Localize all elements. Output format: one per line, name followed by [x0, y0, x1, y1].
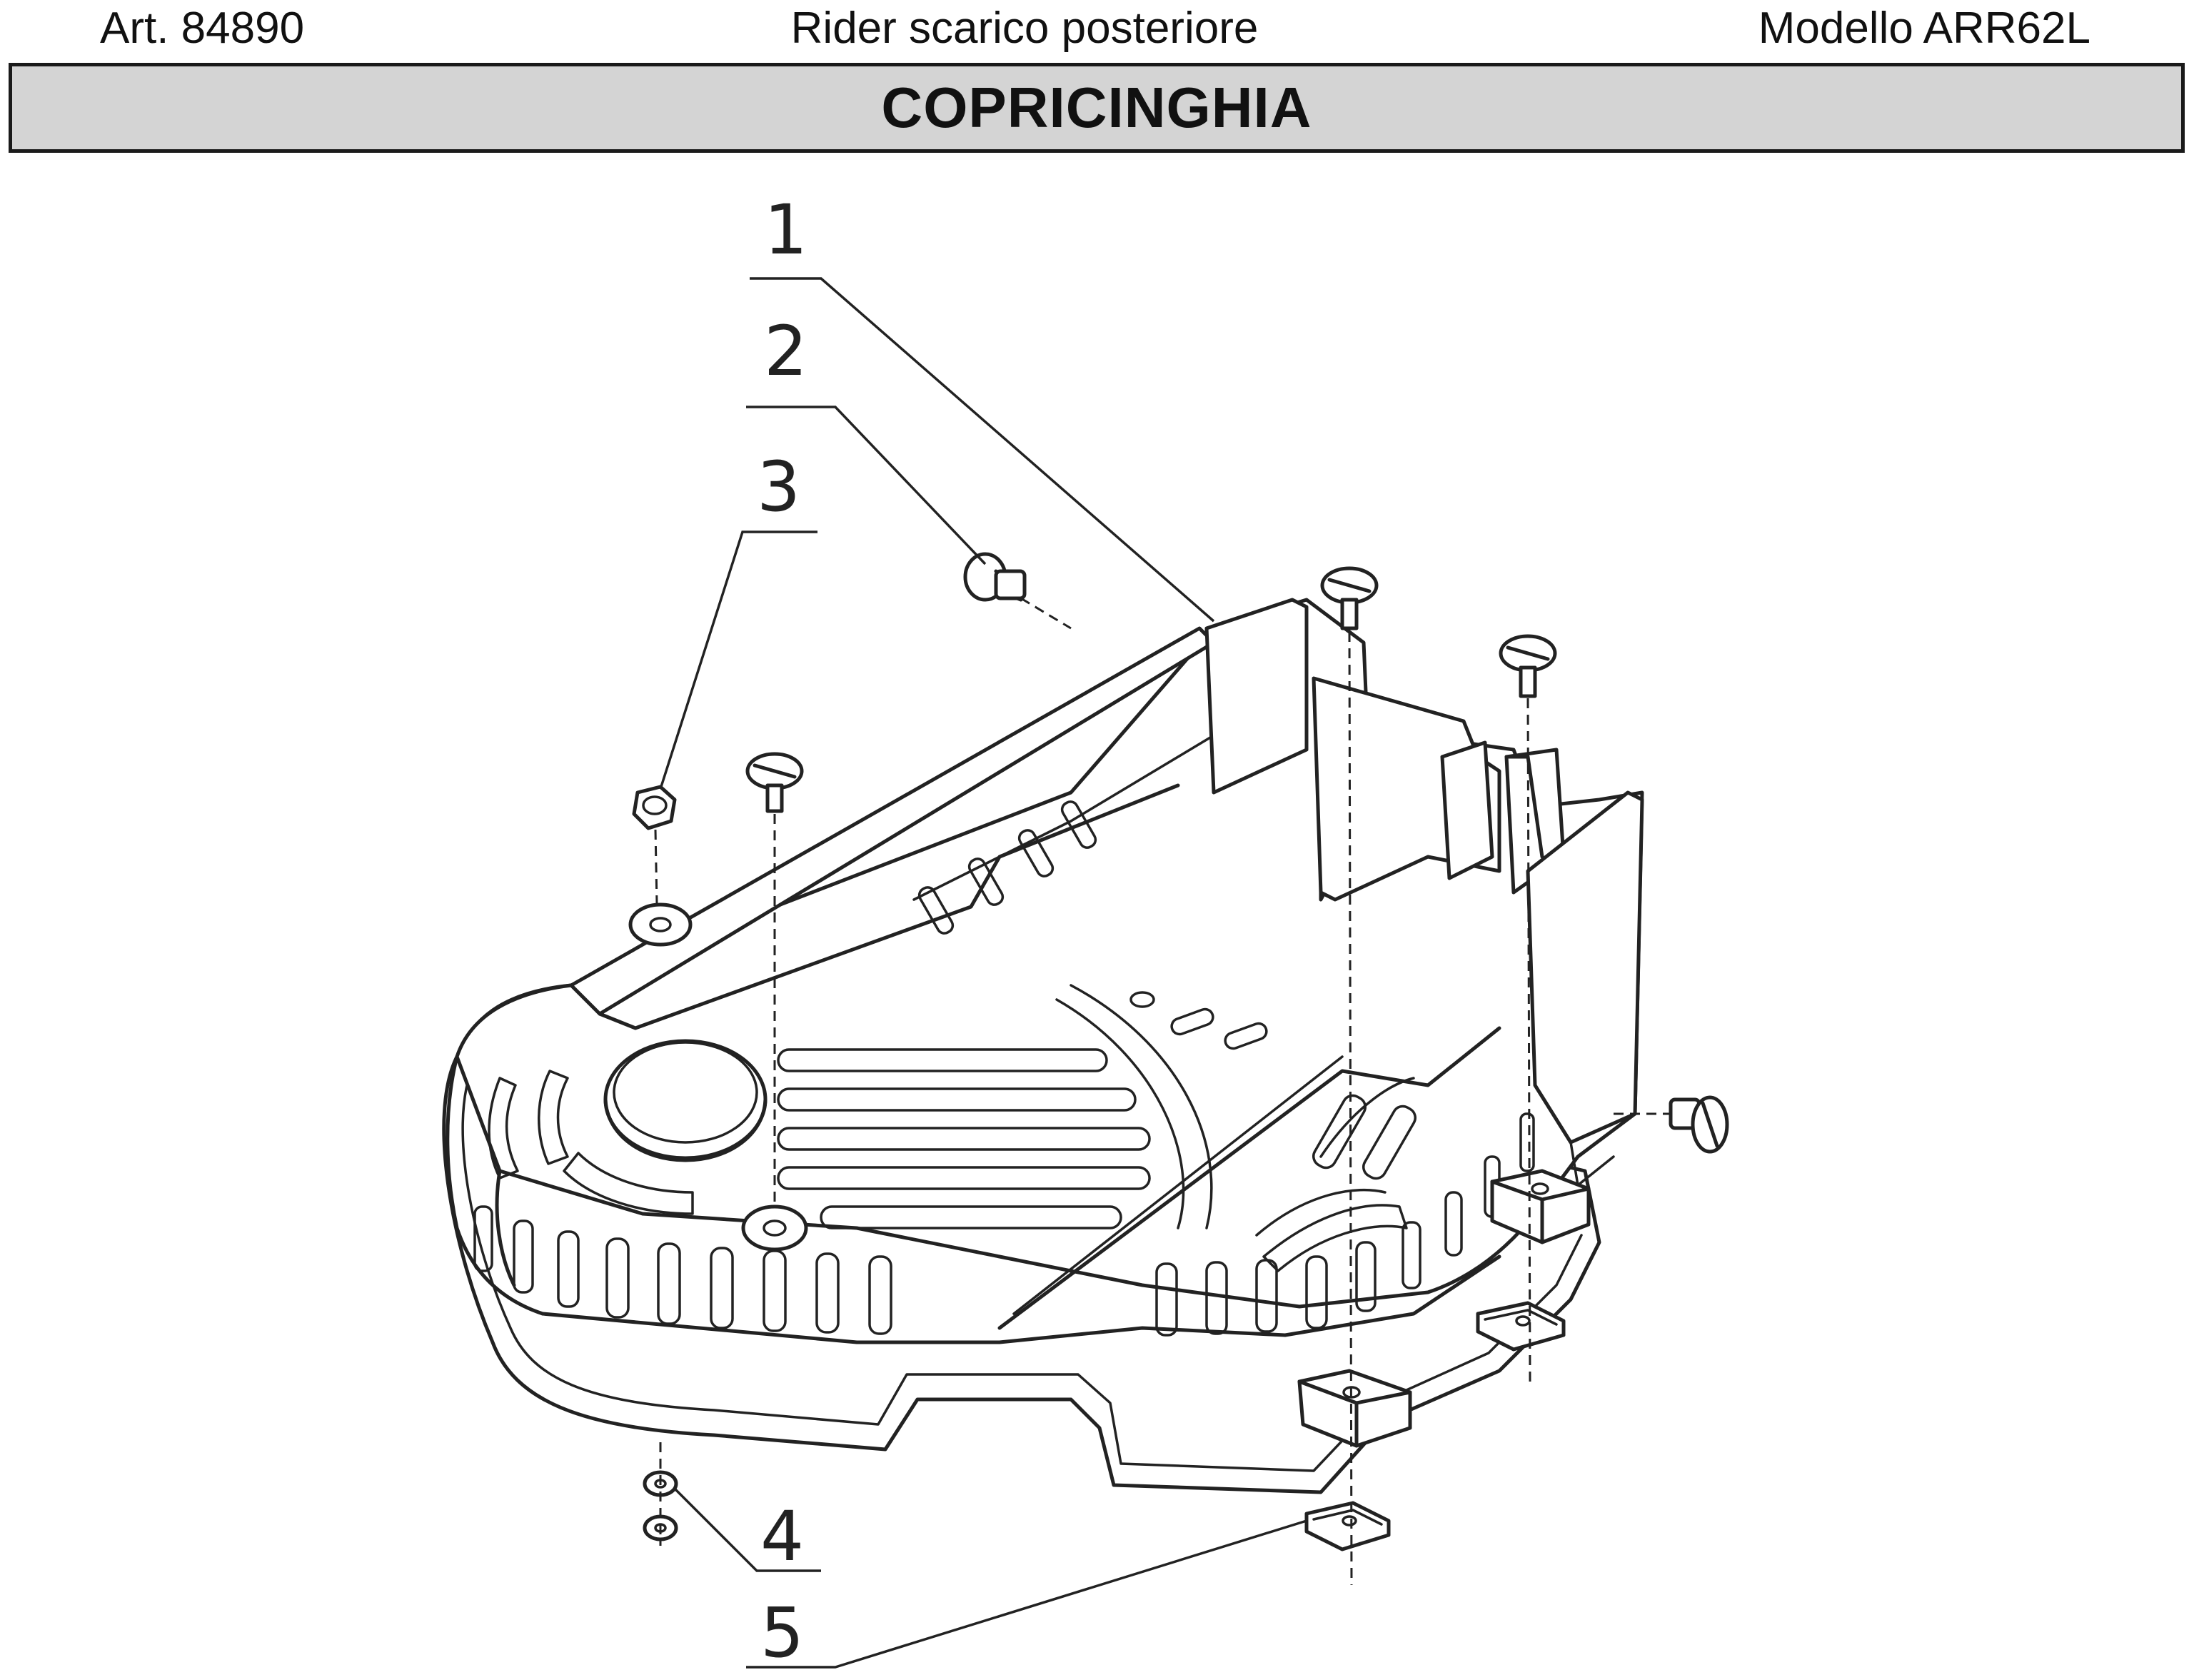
screw-top-right: [1499, 634, 1557, 698]
callout-4: 4: [760, 1497, 804, 1576]
callouts: 1 2 3 4 5: [659, 190, 1307, 1673]
washer-center: [741, 1204, 808, 1252]
leader-1: [750, 277, 1215, 623]
vent-slots-horizontal: [777, 1048, 1151, 1229]
screw-top-left: [963, 552, 1027, 602]
leader-2: [746, 406, 987, 565]
belt-cover: [442, 598, 1644, 1494]
washer-arm: [628, 902, 693, 947]
pulley-dome: [603, 1039, 768, 1162]
page-title: COPRICINGHIA: [881, 76, 1312, 139]
rubber-pad-right: [1490, 1169, 1591, 1244]
article-number: Art. 84890: [100, 4, 305, 53]
callout-2: 2: [764, 311, 807, 391]
leader-5: [746, 1519, 1307, 1669]
leader-4: [673, 1487, 821, 1572]
nut: [632, 785, 677, 830]
model-number: Modello ARR62L: [1758, 4, 2090, 53]
screw-top-middle: [1320, 566, 1379, 630]
screw-right-side: [1669, 1095, 1729, 1154]
title-bar: COPRICINGHIA: [9, 63, 2185, 153]
screw-center: [745, 752, 804, 813]
clip-center: [1304, 1501, 1391, 1551]
assembly-axes: [654, 597, 1669, 1586]
machine-description: Rider scarico posteriore: [790, 4, 1259, 53]
leader-3: [659, 530, 817, 790]
arm-slots: [917, 800, 1097, 935]
rubber-pad-center: [1297, 1369, 1412, 1448]
callout-1: 1: [764, 190, 807, 270]
callout-5: 5: [760, 1593, 804, 1673]
clip-right: [1476, 1301, 1566, 1352]
callout-3: 3: [757, 447, 800, 527]
small-slots-ramp: [1129, 991, 1268, 1050]
vent-slots-curved: [488, 1070, 694, 1215]
